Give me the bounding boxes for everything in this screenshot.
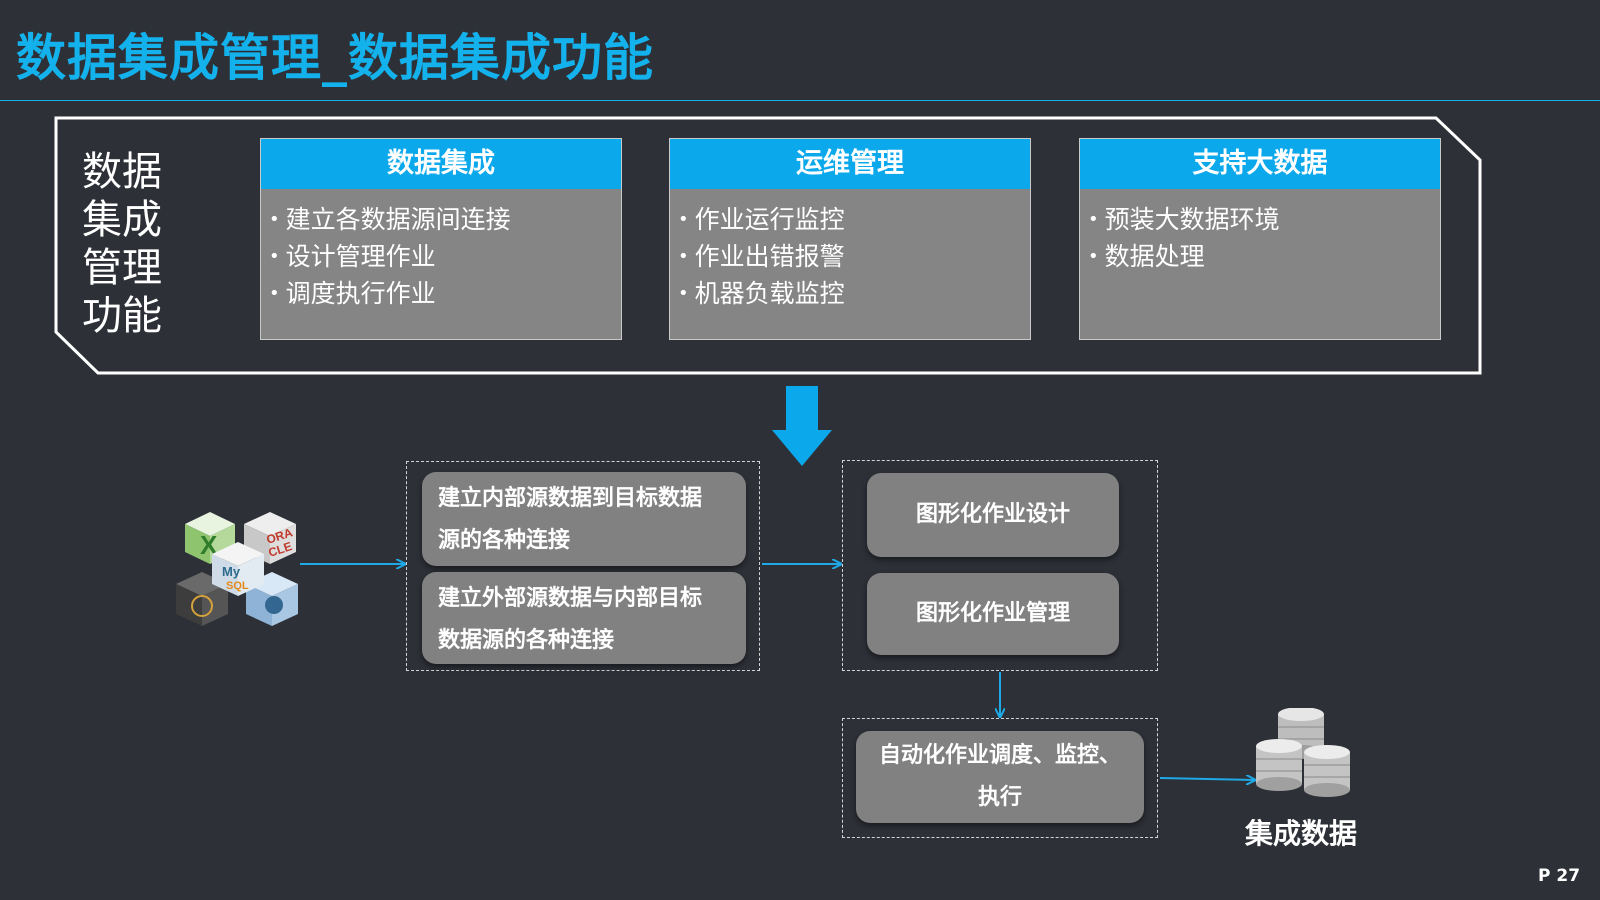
step-line: 数据源的各种连接 bbox=[438, 628, 615, 653]
card-header: 数据集成 bbox=[261, 139, 621, 189]
connection-step-internal: 建立内部源数据到目标数据 源的各种连接 bbox=[422, 472, 746, 566]
schedule-group bbox=[842, 718, 1158, 838]
step-line: 执行 bbox=[977, 785, 1022, 810]
card-list: 建立各数据源间连接 设计管理作业 调度执行作业 bbox=[261, 189, 621, 312]
card-operations: 运维管理 作业运行监控 作业出错报警 机器负载监控 bbox=[669, 138, 1031, 340]
page-title: 数据集成管理_数据集成功能 bbox=[16, 29, 654, 87]
card-data-integration: 数据集成 建立各数据源间连接 设计管理作业 调度执行作业 bbox=[260, 138, 622, 340]
database-cylinder bbox=[1304, 745, 1350, 797]
mysql-icon: My bbox=[222, 564, 241, 579]
data-sources-icon: X ORA CLE My SQL bbox=[176, 512, 298, 626]
excel-icon: X bbox=[200, 530, 218, 560]
card-item: 机器负载监控 bbox=[678, 275, 1030, 312]
side-label: 数据 集成 管理 功能 bbox=[82, 148, 182, 340]
card-item: 预装大数据环境 bbox=[1088, 201, 1440, 238]
connection-step-external: 建立外部源数据与内部目标 数据源的各种连接 bbox=[422, 572, 746, 664]
arrow-schedule-to-result bbox=[1159, 778, 1255, 780]
schedule-step: 自动化作业调度、监控、 执行 bbox=[856, 731, 1144, 823]
mysql-icon: SQL bbox=[226, 580, 249, 592]
database-stack-icon bbox=[1256, 708, 1350, 797]
job-step-design: 图形化作业设计 bbox=[867, 473, 1119, 557]
step-line: 自动化作业调度、监控、 bbox=[878, 743, 1121, 768]
card-item: 作业运行监控 bbox=[678, 201, 1030, 238]
side-label-line: 功能 bbox=[82, 293, 162, 339]
step-line: 建立外部源数据与内部目标 bbox=[438, 586, 703, 611]
card-item: 设计管理作业 bbox=[269, 238, 621, 275]
connection-group bbox=[406, 461, 760, 671]
step-line: 建立内部源数据到目标数据 bbox=[438, 486, 703, 511]
title-underline bbox=[0, 100, 1600, 101]
job-group bbox=[842, 460, 1158, 671]
card-item: 调度执行作业 bbox=[269, 275, 621, 312]
step-line: 源的各种连接 bbox=[438, 528, 571, 553]
card-item: 作业出错报警 bbox=[678, 238, 1030, 275]
page-number: P 27 bbox=[1538, 866, 1581, 886]
card-header: 运维管理 bbox=[670, 139, 1030, 189]
result-label: 集成数据 bbox=[1245, 817, 1358, 850]
card-item: 建立各数据源间连接 bbox=[269, 201, 621, 238]
side-label-line: 数据 bbox=[82, 149, 162, 195]
database-cylinder bbox=[1256, 739, 1302, 791]
side-label-line: 集成 bbox=[82, 197, 162, 243]
card-item: 数据处理 bbox=[1088, 238, 1440, 275]
card-big-data: 支持大数据 预装大数据环境 数据处理 bbox=[1079, 138, 1441, 340]
side-label-line: 管理 bbox=[82, 245, 162, 291]
job-step-manage: 图形化作业管理 bbox=[867, 573, 1119, 655]
card-list: 预装大数据环境 数据处理 bbox=[1080, 189, 1440, 275]
card-list: 作业运行监控 作业出错报警 机器负载监控 bbox=[670, 189, 1030, 312]
card-header: 支持大数据 bbox=[1080, 139, 1440, 189]
down-arrow-icon bbox=[772, 386, 832, 466]
